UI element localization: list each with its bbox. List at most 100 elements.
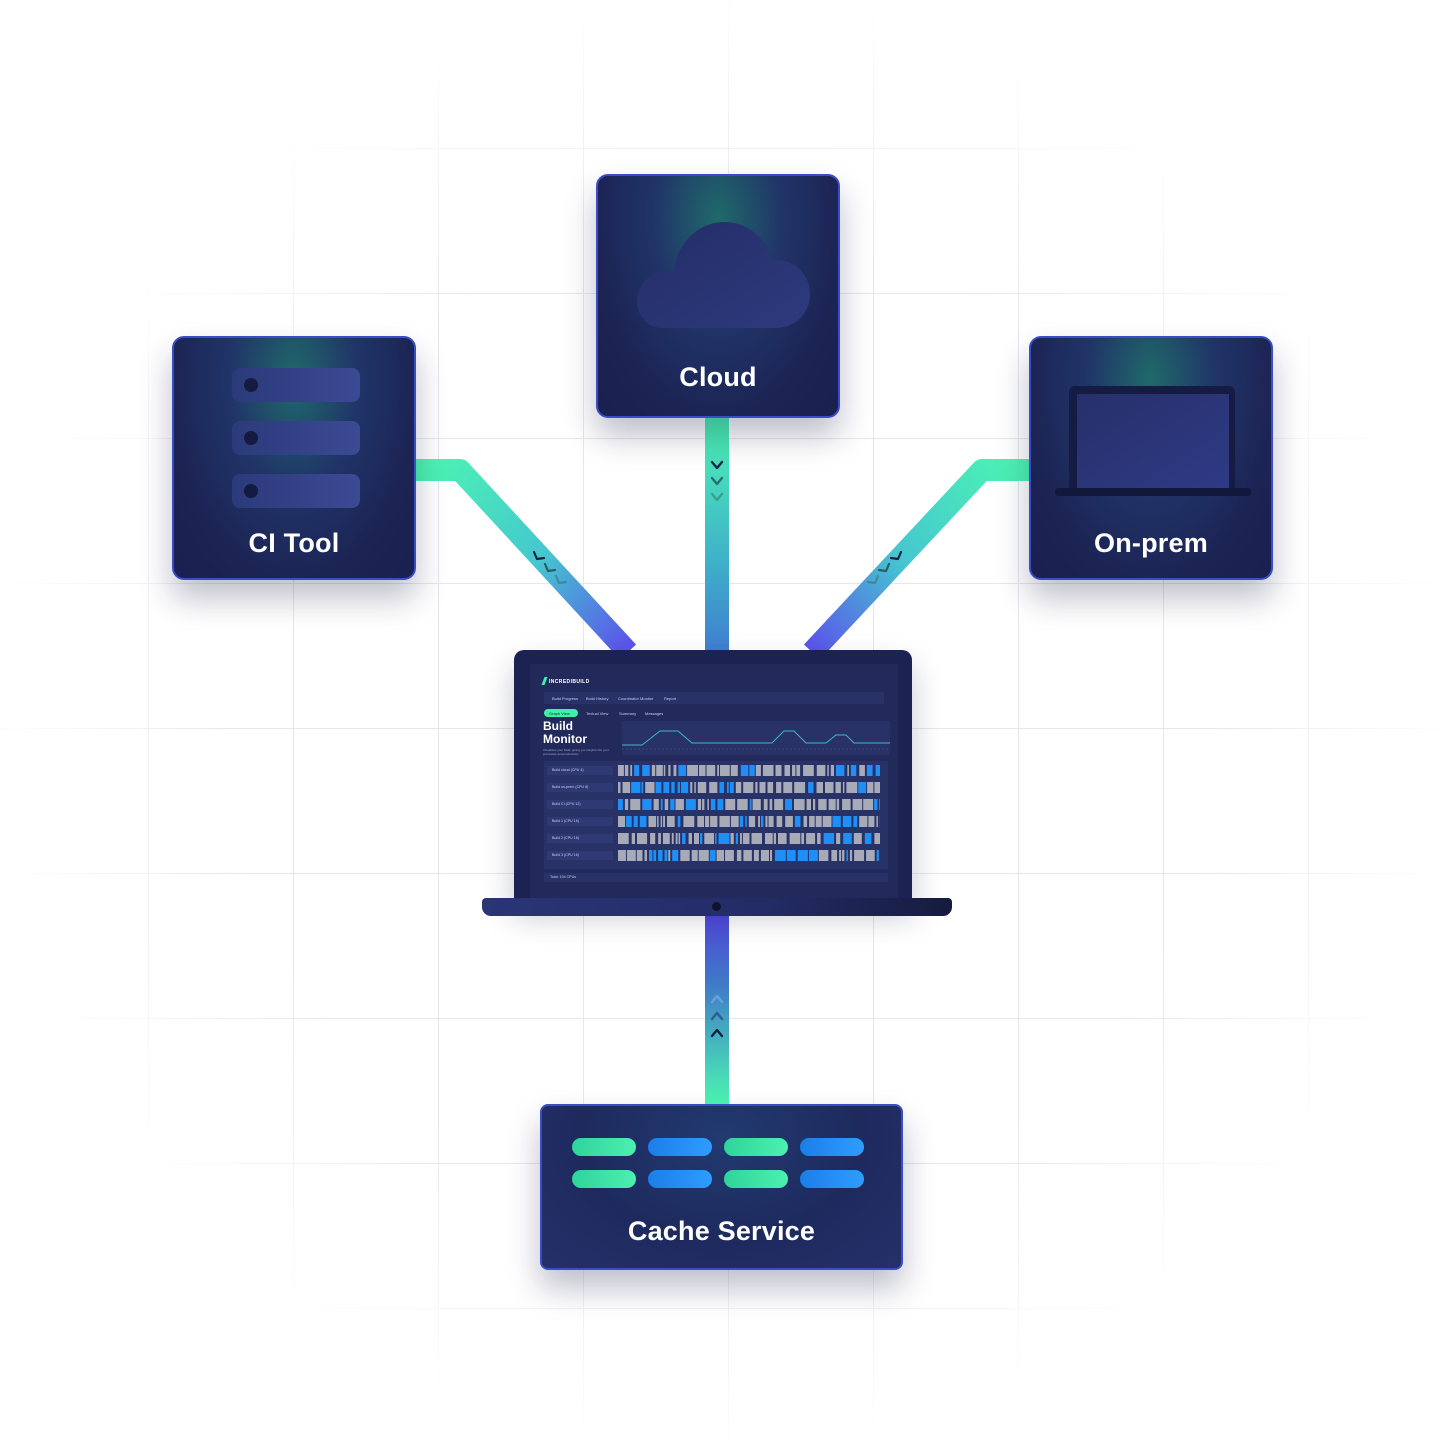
task-bar: [677, 816, 681, 827]
task-bar: [626, 816, 632, 827]
task-bar: [852, 799, 863, 810]
task-bar: [876, 816, 878, 827]
task-bar: [675, 799, 684, 810]
task-bar: [743, 850, 752, 861]
task-bar: [618, 799, 623, 810]
task-bar: [794, 799, 805, 810]
task-bar: [785, 799, 792, 810]
task-bar: [690, 782, 693, 793]
build-row-label: Build 2 (CPU 16): [547, 834, 613, 843]
task-bar: [816, 765, 826, 776]
task-bar: [853, 833, 862, 844]
task-bar: [867, 782, 874, 793]
task-bar: [825, 782, 834, 793]
task-bar: [664, 799, 669, 810]
incredibuild-logo-icon: [541, 677, 548, 685]
cache-pill: [724, 1138, 788, 1156]
task-bar: [794, 782, 806, 793]
cache-pill: [572, 1138, 636, 1156]
task-bar: [749, 799, 752, 810]
task-bar: [668, 765, 671, 776]
view-tab-textual[interactable]: Textual View: [586, 711, 609, 716]
task-bar: [687, 765, 698, 776]
task-bar: [785, 816, 793, 827]
task-bar: [858, 782, 867, 793]
task-bar: [658, 850, 663, 861]
task-bar: [776, 816, 783, 827]
view-tab-graph[interactable]: Graph View: [549, 711, 570, 716]
task-bar: [707, 799, 709, 810]
task-bar: [775, 850, 786, 861]
task-bar: [760, 850, 769, 861]
nav-tab-build-history[interactable]: Build History: [586, 696, 609, 701]
task-bar: [663, 765, 666, 776]
task-bar: [868, 816, 875, 827]
view-tab-messages[interactable]: Messages: [645, 711, 664, 716]
cloud-node: Cloud: [596, 174, 840, 418]
task-bar: [749, 765, 755, 776]
task-bar: [876, 850, 879, 861]
ci-tool-label: CI Tool: [248, 528, 340, 558]
task-bar: [808, 782, 814, 793]
nav-bar: [544, 692, 884, 704]
task-bar: [797, 850, 808, 861]
task-bar: [742, 833, 750, 844]
task-bar: [697, 782, 707, 793]
task-bar: [699, 765, 706, 776]
task-bar: [663, 816, 665, 827]
task-bar: [660, 799, 663, 810]
task-bar: [815, 816, 822, 827]
server-slot: [232, 368, 360, 402]
nav-tab-coordinator-monitor[interactable]: Coordinator Monitor: [618, 696, 654, 701]
task-bar: [827, 765, 829, 776]
laptop-icon: [1055, 386, 1251, 496]
task-bar: [645, 782, 655, 793]
on-prem-node: On-prem: [1029, 336, 1273, 580]
build-row-label: Build 1 (CPU 16): [547, 817, 613, 826]
task-bar: [836, 765, 845, 776]
task-bar: [710, 816, 718, 827]
task-bar: [622, 782, 631, 793]
task-bar: [875, 765, 880, 776]
server-slot: [232, 421, 360, 455]
view-tab-summary[interactable]: Summary: [619, 711, 637, 716]
task-bar: [653, 799, 659, 810]
task-bar: [637, 833, 648, 844]
ci-tool-node: CI Tool: [172, 336, 416, 580]
task-bar: [846, 782, 858, 793]
task-bar: [745, 816, 747, 827]
nav-tab-build-progress[interactable]: Build Progress: [552, 696, 579, 701]
task-bar: [863, 799, 874, 810]
task-bar: [631, 782, 641, 793]
task-bar: [859, 816, 868, 827]
task-bar: [671, 833, 674, 844]
flow-arrows-ci-tool: [532, 550, 568, 585]
build-monitor-subtitle: Visualizes your build, giving you insigh…: [543, 748, 609, 756]
task-bar: [729, 782, 734, 793]
build-monitor-laptop: INCREDIBUILD Build Progress Build Histor…: [514, 650, 912, 900]
task-bar: [864, 833, 872, 844]
task-bar: [849, 850, 853, 861]
nav-tab-report[interactable]: Report: [664, 696, 677, 701]
task-bar: [709, 782, 718, 793]
task-bar: [710, 799, 716, 810]
build-row-label: Build CI (CPU 12): [547, 800, 613, 809]
task-bar: [725, 850, 734, 861]
task-bar: [641, 782, 644, 793]
cache-service-node: Cache Service: [540, 1104, 903, 1270]
task-bar: [668, 850, 671, 861]
task-bar: [667, 816, 675, 827]
task-bar: [709, 850, 716, 861]
task-bar: [808, 850, 818, 861]
task-bar: [675, 833, 678, 844]
cache-pill: [572, 1170, 636, 1188]
task-bar: [758, 816, 760, 827]
task-bar: [817, 833, 821, 844]
task-bar: [768, 816, 774, 827]
task-bar: [755, 782, 758, 793]
task-bar: [727, 782, 729, 793]
task-bar: [648, 816, 657, 827]
task-bar: [694, 782, 696, 793]
task-bar: [769, 799, 773, 810]
server-led: [244, 484, 258, 498]
